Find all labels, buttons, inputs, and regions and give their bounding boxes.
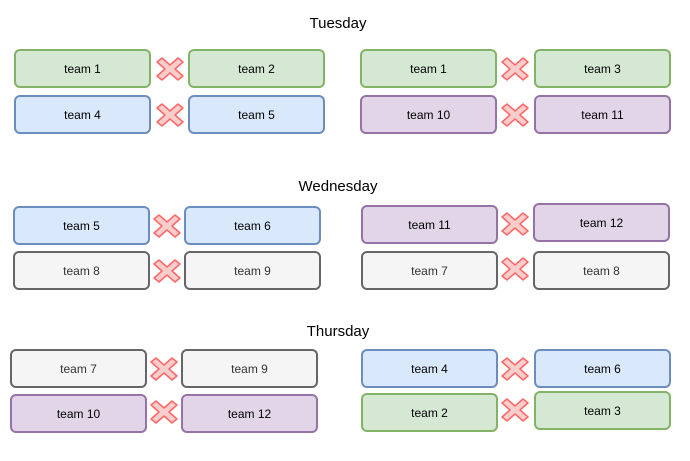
team-box[interactable]: team 7 (361, 251, 498, 290)
team-box[interactable]: team 7 (10, 349, 147, 388)
team-box[interactable]: team 1 (14, 49, 151, 88)
team-box[interactable]: team 8 (533, 251, 670, 290)
day-title-wednesday: Wednesday (298, 178, 378, 195)
cross-icon (155, 57, 185, 81)
team-box[interactable]: team 1 (360, 49, 497, 88)
day-title-tuesday: Tuesday (309, 15, 367, 32)
team-box[interactable]: team 3 (534, 49, 671, 88)
team-box[interactable]: team 5 (13, 206, 150, 245)
cross-icon (500, 212, 530, 236)
team-box[interactable]: team 9 (184, 251, 321, 290)
cross-icon (500, 57, 530, 81)
team-box[interactable]: team 6 (184, 206, 321, 245)
team-box[interactable]: team 12 (181, 394, 318, 433)
team-box[interactable]: team 4 (361, 349, 498, 388)
cross-icon (155, 103, 185, 127)
team-box[interactable]: team 11 (361, 205, 498, 244)
team-box[interactable]: team 8 (13, 251, 150, 290)
cross-icon (152, 259, 182, 283)
cross-icon (149, 357, 179, 381)
team-box[interactable]: team 12 (533, 203, 670, 242)
cross-icon (152, 214, 182, 238)
cross-icon (149, 400, 179, 424)
day-title-thursday: Thursday (306, 323, 370, 340)
cross-icon (500, 257, 530, 281)
cross-icon (500, 357, 530, 381)
team-box[interactable]: team 2 (188, 49, 325, 88)
team-box[interactable]: team 6 (534, 349, 671, 388)
cross-icon (500, 398, 530, 422)
team-box[interactable]: team 10 (10, 394, 147, 433)
team-box[interactable]: team 5 (188, 95, 325, 134)
team-box[interactable]: team 4 (14, 95, 151, 134)
team-box[interactable]: team 2 (361, 393, 498, 432)
team-box[interactable]: team 11 (534, 95, 671, 134)
team-box[interactable]: team 3 (534, 391, 671, 430)
cross-icon (500, 103, 530, 127)
team-box[interactable]: team 10 (360, 95, 497, 134)
team-box[interactable]: team 9 (181, 349, 318, 388)
